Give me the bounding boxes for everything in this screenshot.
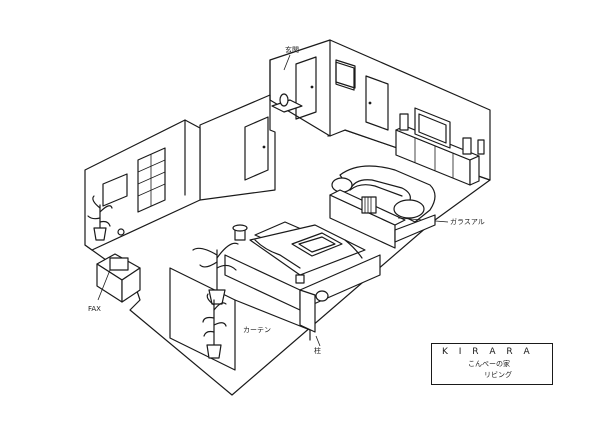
label-pillar: 柱 bbox=[314, 346, 321, 355]
fax-table-side bbox=[121, 267, 141, 303]
plant-front bbox=[202, 293, 227, 359]
bookstand bbox=[361, 196, 377, 214]
speaker bbox=[399, 113, 409, 131]
plant-left-corner bbox=[87, 195, 113, 241]
small-frame bbox=[295, 274, 305, 284]
subtitle-text: こんぺーの家 bbox=[468, 360, 510, 368]
door-middle bbox=[244, 116, 269, 181]
label-curtain: カーテン bbox=[243, 326, 271, 334]
small-stool bbox=[117, 228, 125, 236]
title-text: K I R A R A bbox=[442, 347, 534, 357]
lamp-shade bbox=[232, 224, 248, 232]
tv-screen bbox=[418, 113, 447, 144]
room-text: リビング bbox=[484, 371, 512, 379]
speaker bbox=[462, 137, 472, 155]
books bbox=[364, 197, 372, 213]
fax-machine bbox=[109, 257, 129, 271]
coffee-table bbox=[291, 232, 343, 257]
tv-cabinet-side bbox=[469, 155, 480, 186]
label-fax: FAX bbox=[88, 305, 101, 313]
vase bbox=[279, 93, 289, 107]
title-block: K I R A R A こんぺーの家 リビング bbox=[431, 343, 553, 385]
sofa-right-seat bbox=[349, 184, 403, 197]
sofa-center-armrest bbox=[254, 239, 301, 269]
cabinet-doors bbox=[414, 138, 454, 178]
door-entrance bbox=[295, 56, 317, 120]
plant-tall-left bbox=[192, 242, 239, 305]
tv-set bbox=[414, 107, 451, 149]
sofa-center-armrest bbox=[344, 239, 363, 259]
front-counter bbox=[299, 289, 316, 333]
door-glass-left bbox=[137, 147, 166, 213]
door-knob bbox=[262, 145, 266, 149]
window-left-wall bbox=[102, 173, 128, 207]
window-upper-right bbox=[335, 59, 356, 89]
label-glass: ガラスアル bbox=[450, 217, 485, 226]
door-knob bbox=[368, 101, 372, 105]
door-back-right bbox=[365, 75, 389, 131]
coffee-table-inner bbox=[298, 236, 336, 253]
side-lamp bbox=[315, 290, 329, 302]
fax-leader bbox=[97, 269, 111, 301]
door-glass-panes bbox=[137, 154, 166, 206]
pillar-leader bbox=[315, 335, 321, 347]
curtain-wall bbox=[169, 267, 236, 371]
low-partition bbox=[394, 214, 436, 243]
cushion bbox=[331, 177, 353, 193]
genkan-leader bbox=[283, 54, 291, 71]
round-table bbox=[393, 199, 425, 219]
curtain-rod bbox=[234, 299, 311, 331]
label-genkan: 玄関 bbox=[285, 45, 299, 54]
door-knob bbox=[310, 85, 314, 89]
speaker bbox=[477, 139, 485, 155]
